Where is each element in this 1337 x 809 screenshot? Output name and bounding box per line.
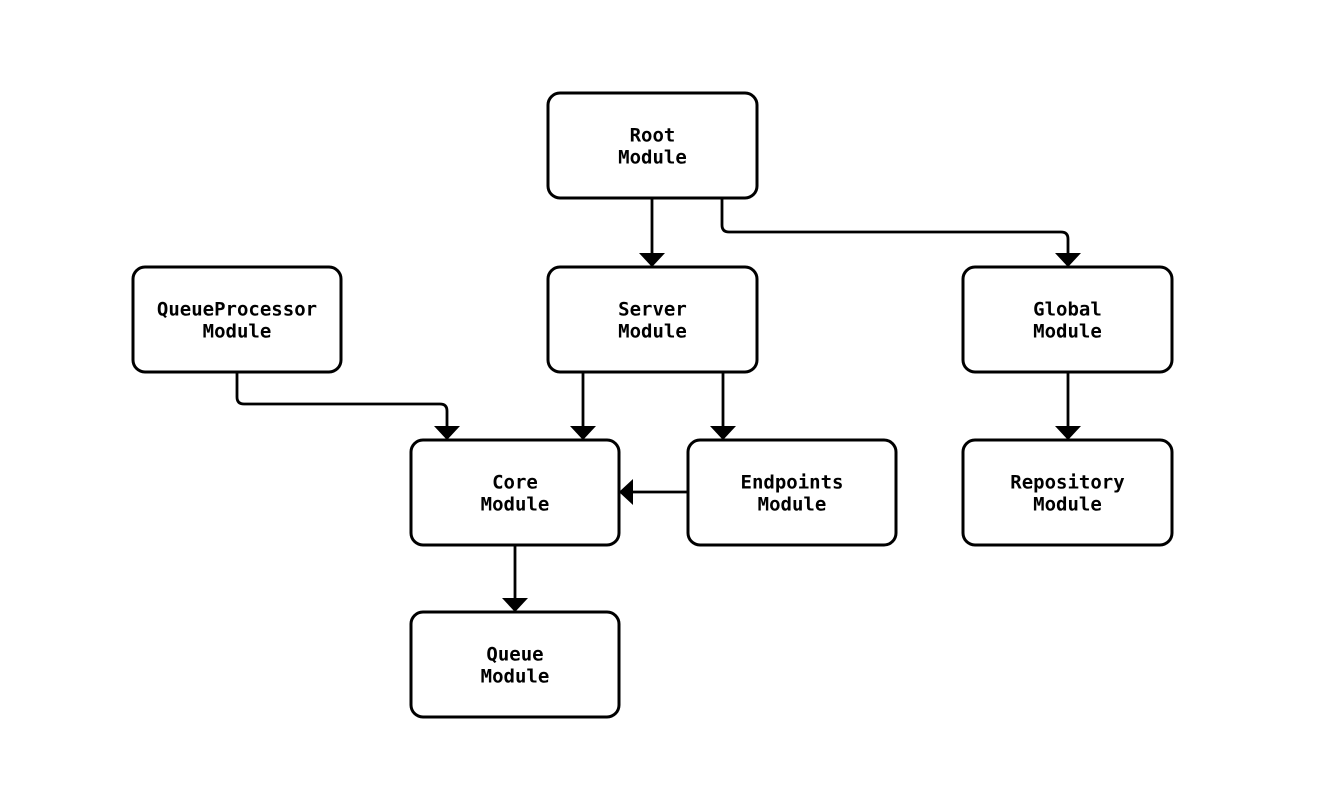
edge-root-to-global [720,198,1081,267]
node-box [961,265,1174,374]
arrowhead-icon [502,598,528,612]
node-label-line1: Global [1033,299,1102,321]
node-label-line2: Module [481,494,550,516]
node-label-line1: Repository [1010,472,1124,494]
edge-line [235,372,449,440]
arrowhead-icon [639,253,665,267]
arrowhead-icon [619,479,633,505]
node-label-line1: Queue [486,644,543,666]
node-label-line1: Endpoints [741,472,844,494]
node-label-line2: Module [1033,494,1102,516]
node-label-line1: Root [630,125,676,147]
arrowhead-icon [710,426,736,440]
arrowhead-icon [570,426,596,440]
node-box [546,91,759,200]
node-box [409,610,621,719]
edge-endpoints-to-core [619,479,688,505]
node-label-line2: Module [758,494,827,516]
edge-server-to-core [570,372,596,440]
node-label-line2: Module [203,321,272,343]
arrowhead-icon [434,426,460,440]
edge-line [720,198,1070,267]
node-label-line2: Module [481,666,550,688]
node-box [686,438,898,547]
node-label-line1: Core [492,472,538,494]
edge-root-to-server [639,198,665,267]
edge-queueprocessor-to-core [235,372,460,440]
node-label-line2: Module [1033,321,1102,343]
node-label-line1: Server [618,299,687,321]
arrowhead-icon [1055,426,1081,440]
node-box [131,265,343,374]
node-box [409,438,621,547]
node-label-line2: Module [618,321,687,343]
edge-server-to-endpoints [710,372,736,440]
edge-core-to-queue [502,545,528,612]
node-box [961,438,1174,547]
arrowhead-icon [1055,253,1081,267]
node-label-line2: Module [618,147,687,169]
node-box [546,265,759,374]
node-label-line1: QueueProcessor [157,299,317,321]
edge-global-to-repository [1055,372,1081,440]
